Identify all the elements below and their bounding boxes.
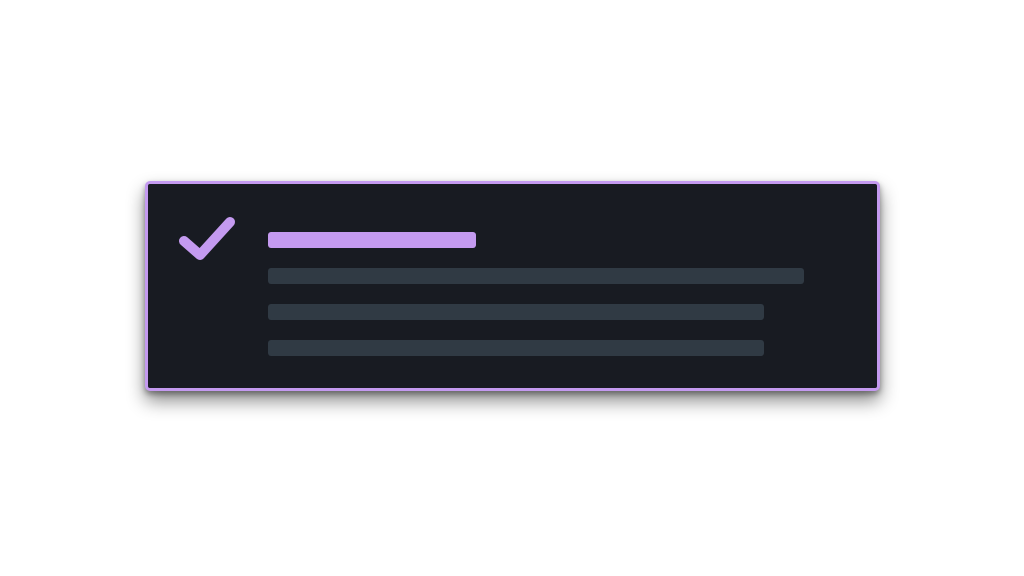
success-notification — [145, 181, 880, 391]
notification-body-line-placeholder — [268, 304, 764, 320]
checkmark-icon — [179, 217, 235, 260]
notification-body-line-placeholder — [268, 268, 804, 284]
notification-title-placeholder — [268, 232, 476, 248]
notification-body-line-placeholder — [268, 340, 764, 356]
